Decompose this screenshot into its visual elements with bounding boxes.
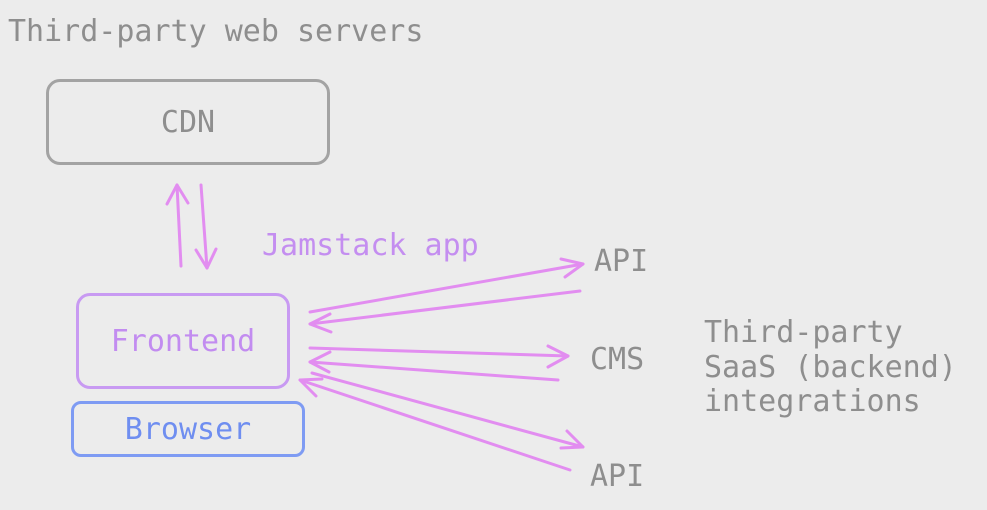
arrow-cms-to-frontend	[308, 350, 560, 382]
api-top-label: API	[594, 244, 649, 279]
arrow-frontend-to-cms	[308, 344, 570, 369]
arrow-frontend-to-api-bottom	[310, 371, 585, 450]
arrow-api-top-to-frontend	[308, 289, 582, 334]
arrow-cdn-to-frontend	[194, 183, 218, 270]
browser-label: Browser	[124, 411, 252, 447]
jamstack-app-label: Jamstack app	[262, 228, 479, 263]
cms-label: CMS	[590, 342, 645, 377]
cdn-box: CDN	[46, 79, 330, 165]
cdn-label: CDN	[160, 104, 216, 140]
browser-box: Browser	[71, 401, 305, 457]
arrow-api-bottom-to-frontend	[298, 377, 572, 472]
arrow-frontend-to-cdn	[165, 183, 190, 268]
frontend-label: Frontend	[110, 323, 256, 359]
api-bottom-label: API	[590, 459, 645, 494]
saas-integrations-label: Third-party SaaS (backend) integrations	[704, 315, 957, 419]
frontend-box: Frontend	[76, 293, 290, 389]
arrow-frontend-to-api-top	[308, 257, 585, 314]
diagram-title: Third-party web servers	[8, 14, 424, 49]
